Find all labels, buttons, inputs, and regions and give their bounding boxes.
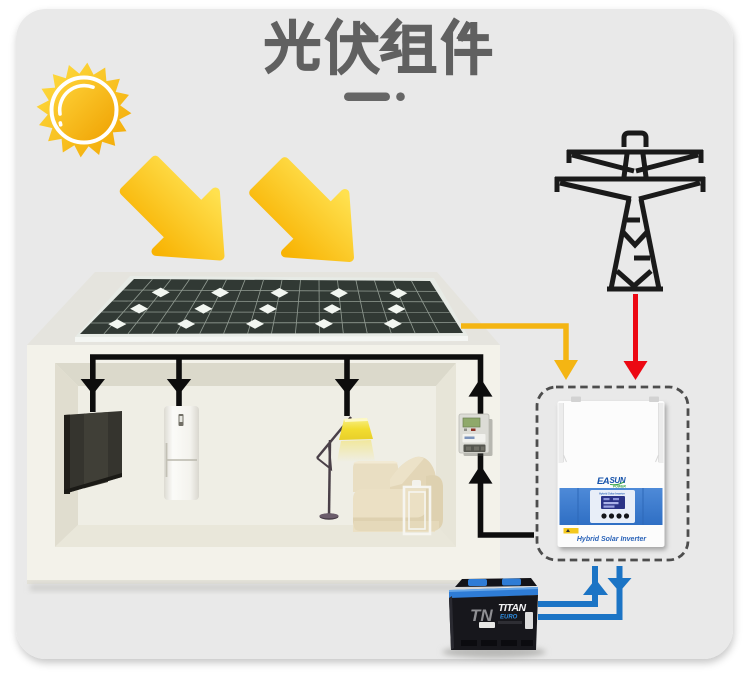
svg-text:TITAN: TITAN xyxy=(498,602,527,614)
svg-text:EA: EA xyxy=(597,476,610,487)
svg-text:TN: TN xyxy=(470,606,493,625)
svg-text:SUN: SUN xyxy=(610,476,626,485)
svg-text:POWER: POWER xyxy=(613,484,626,488)
svg-text:Hybrid Solar Inverter: Hybrid Solar Inverter xyxy=(599,492,625,496)
svg-text:Hybrid Solar Inverter: Hybrid Solar Inverter xyxy=(577,536,648,543)
svg-text:EURO: EURO xyxy=(500,615,518,621)
